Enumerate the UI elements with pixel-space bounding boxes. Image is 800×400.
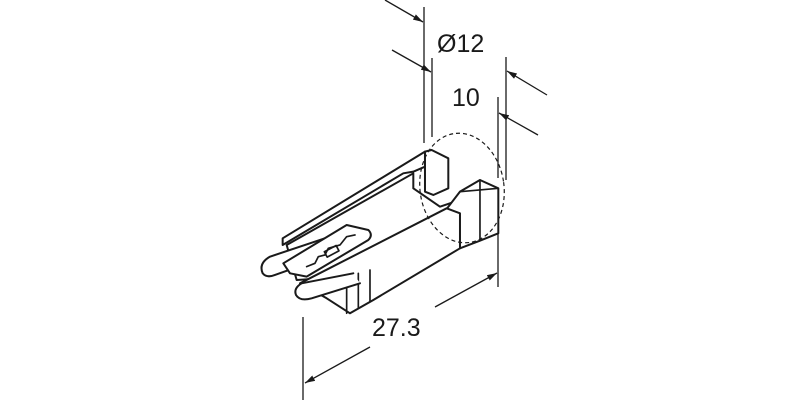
- contact-spring: [305, 234, 356, 268]
- contact: [323, 244, 340, 258]
- length-label: 27.3: [372, 314, 421, 342]
- edge: [459, 187, 500, 193]
- dimension-arrow: [304, 346, 371, 384]
- cable-outline: [419, 132, 505, 244]
- lower-prong: [294, 272, 361, 301]
- width-label: 10: [452, 84, 480, 112]
- connector-part: [260, 148, 500, 315]
- dimension-arrow: [384, 0, 424, 23]
- dimension-arrow: [498, 112, 539, 136]
- dimension-arrow: [434, 272, 498, 308]
- diameter-label: Ø12: [437, 30, 484, 58]
- diameter-dimension: Ø12: [384, 0, 484, 143]
- length-dimension: 27.3: [302, 233, 499, 400]
- dimension-arrow: [506, 70, 548, 96]
- dimension-arrow: [391, 49, 432, 73]
- top-block: [423, 148, 450, 196]
- width-dimension: 10: [452, 57, 548, 180]
